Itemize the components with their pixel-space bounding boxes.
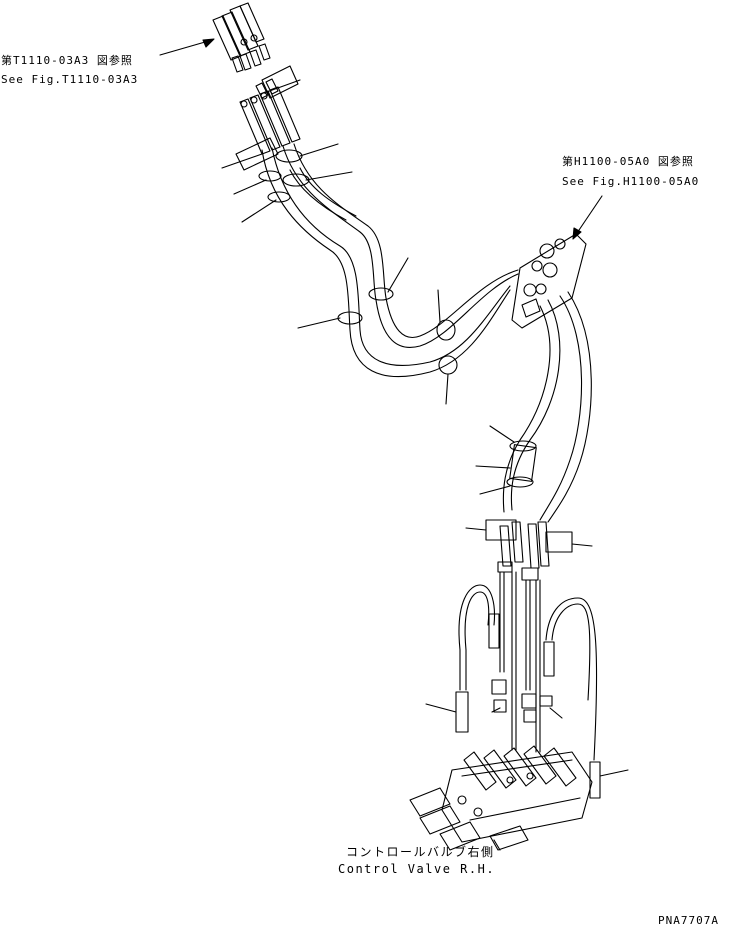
control-valve [409,745,593,851]
caption-en: Control Valve R.H. [338,862,496,876]
upper-hoses [261,143,519,378]
middle-hoses [502,291,592,523]
part-leader-lines [221,79,629,851]
ref-label-right-jp: 第H1100-05A0 図参照 [562,155,694,168]
caption-jp: コントロールバルブ右側 [346,845,495,859]
ref-label-right-en: See Fig.H1100-05A0 [562,175,700,188]
drawing-code: PNA7707A [658,914,719,927]
top-fitting-group [212,2,271,73]
reference-arrow-right [572,195,603,240]
reference-arrow-top [159,38,215,56]
vertical-pipes [499,571,541,753]
pipe-fittings [455,613,601,799]
ref-label-top-jp: 第T1110-03A3 図参照 [1,54,133,67]
upper-clamps [258,149,310,203]
side-loop-hoses [458,584,598,761]
ref-label-top-en: See Fig.T1110-03A3 [1,73,139,86]
junction-block [511,233,587,329]
lower-fitting-cluster [485,519,573,581]
upper-fitting-block [235,65,301,171]
